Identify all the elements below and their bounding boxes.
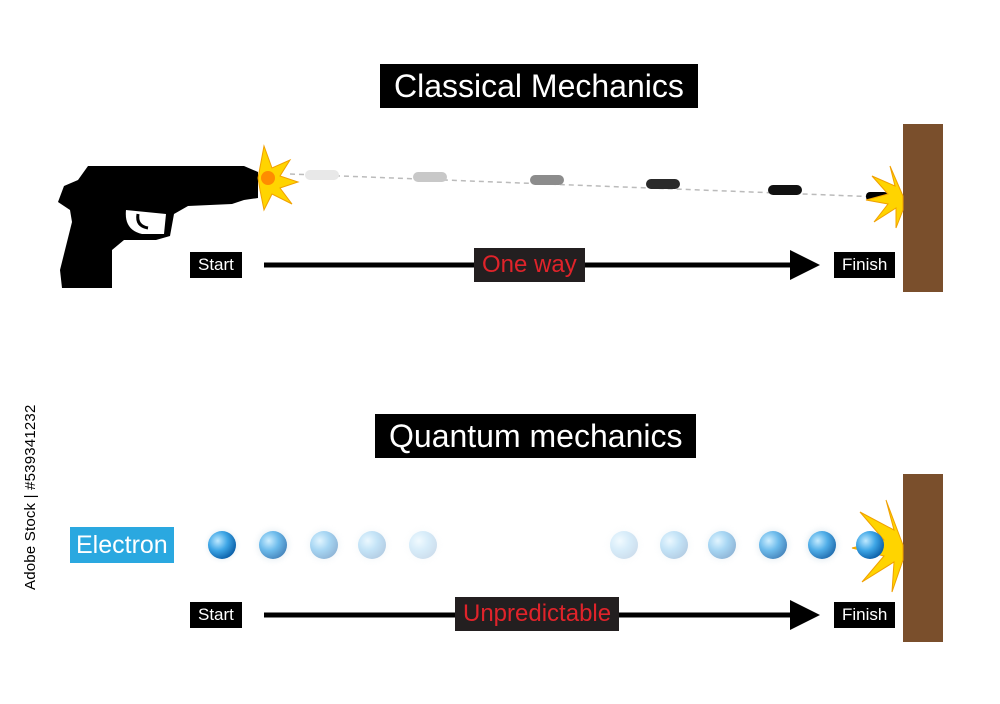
unpredictable-label: Unpredictable bbox=[455, 597, 620, 631]
muzzle-flash-icon bbox=[257, 144, 300, 212]
finish-label-quantum: Finish bbox=[834, 602, 896, 628]
electron-sphere-icon bbox=[350, 523, 394, 567]
bullet-icon bbox=[305, 170, 339, 180]
target-wall-classical bbox=[903, 124, 943, 292]
electron-sphere-icon bbox=[652, 523, 696, 567]
bullet-icon bbox=[768, 185, 802, 195]
finish-label-classical: Finish bbox=[834, 252, 896, 278]
target-wall-quantum bbox=[903, 474, 943, 642]
electron-sphere-icon bbox=[700, 523, 744, 567]
electron-sphere-icon bbox=[401, 523, 445, 567]
bullet-icon bbox=[530, 175, 564, 185]
quantum-title: Quantum mechanics bbox=[375, 414, 697, 458]
electron-sphere-icon bbox=[251, 523, 295, 567]
electron-sphere-icon bbox=[302, 523, 346, 567]
electron-sphere-icon bbox=[800, 523, 844, 567]
pistol-icon bbox=[58, 166, 258, 288]
electron-sphere-icon bbox=[751, 523, 795, 567]
impact-spark-icon bbox=[865, 165, 904, 229]
bullet-icon bbox=[646, 179, 680, 189]
electron-sphere-icon bbox=[856, 531, 884, 559]
start-label-classical: Start bbox=[190, 252, 242, 278]
bullet-icon bbox=[413, 172, 447, 182]
classical-title: Classical Mechanics bbox=[380, 64, 698, 108]
one-way-label: One way bbox=[474, 248, 585, 282]
electron-sphere-icon bbox=[202, 525, 242, 565]
electron-label: Electron bbox=[70, 527, 174, 563]
start-label-quantum: Start bbox=[190, 602, 242, 628]
electron-sphere-icon bbox=[602, 523, 646, 567]
stock-id-text: Adobe Stock | #539341232 bbox=[22, 404, 39, 590]
